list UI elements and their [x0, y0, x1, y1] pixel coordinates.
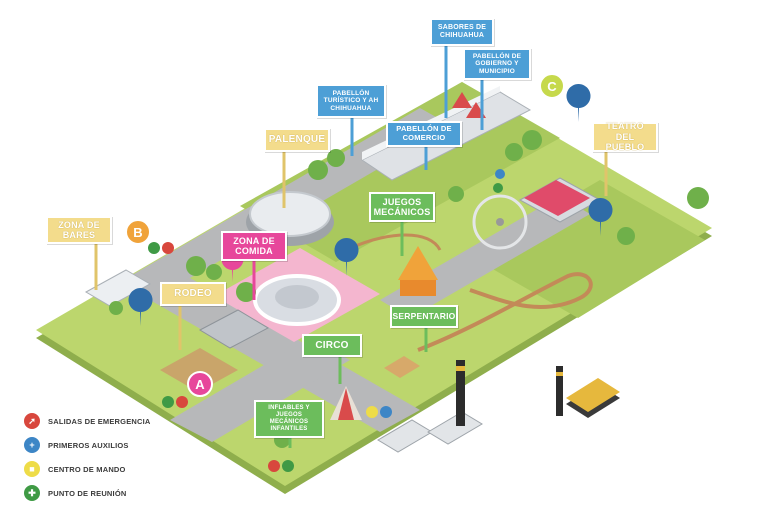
- rodeo-barn: [198, 309, 270, 349]
- label-inflables[interactable]: INFLABLES Y JUEGOS MECÁNICOS INFANTILES: [254, 400, 324, 438]
- chimney-2-band: [556, 372, 563, 376]
- label-serpentario[interactable]: SERPENTARIO: [390, 305, 458, 328]
- zone-a-badge: [187, 371, 213, 397]
- road-lower: [170, 338, 350, 442]
- label-bares-text: ZONA DE BARES: [58, 219, 100, 240]
- legend-label-emergency: SALIDAS DE EMERGENCIA: [48, 416, 151, 426]
- label-rodeo-text: RODEO: [174, 288, 212, 300]
- carousel-tent: [398, 246, 438, 280]
- label-palenque-text: PALENQUE: [268, 134, 326, 146]
- palenque-dome: [249, 191, 331, 237]
- chimney-2: [556, 366, 563, 416]
- roller-coaster-track: [417, 272, 593, 352]
- zone-a-letter: A: [195, 377, 205, 392]
- legend-item-emergency: ➚ SALIDAS DE EMERGENCIA: [24, 412, 224, 430]
- legend-item-meeting: ✚ PUNTO DE REUNIÓN: [24, 484, 224, 502]
- meeting-point-icon: ✚: [24, 485, 40, 501]
- chimney-1-band: [456, 366, 465, 371]
- label-zona-de-bares[interactable]: ZONA DE BARES: [46, 216, 112, 244]
- train-track: [345, 233, 442, 252]
- bares-building: [84, 269, 152, 307]
- label-juegos-mecanicos[interactable]: JUEGOS MECÁNICOS: [369, 192, 435, 222]
- emergency-exit-icon: ➚: [24, 413, 40, 429]
- zone-b-letter: B: [133, 225, 142, 240]
- rodeo-corral: [160, 348, 238, 392]
- legend-label-command: CENTRO DE MANDO: [48, 464, 126, 474]
- serpentario-building: [384, 356, 420, 378]
- ferris-wheel-hub: [496, 218, 504, 226]
- carousel-base: [400, 280, 436, 296]
- label-rodeo[interactable]: RODEO: [160, 282, 226, 306]
- label-circo[interactable]: CIRCO: [302, 334, 362, 357]
- teatro-screen: [524, 180, 590, 216]
- command-center-icon: ■: [24, 461, 40, 477]
- ferris-wheel: [472, 194, 528, 250]
- zone-c-badge: [539, 73, 565, 99]
- legend-item-command: ■ CENTRO DE MANDO: [24, 460, 224, 478]
- legend-label-first-aid: PRIMEROS AUXILIOS: [48, 440, 129, 450]
- legend-item-first-aid: + PRIMEROS AUXILIOS: [24, 436, 224, 454]
- tent-sabores-1: [452, 92, 472, 108]
- shed-2: [427, 411, 483, 445]
- food-court-center: [275, 285, 319, 309]
- legend-label-meeting: PUNTO DE REUNIÓN: [48, 488, 127, 498]
- grass-panel-east: [470, 180, 705, 318]
- zone-b-badge: [125, 219, 151, 245]
- trees: [109, 130, 709, 448]
- label-teatro-del-pueblo[interactable]: TEATRO DEL PUEBLO: [592, 121, 658, 153]
- label-teatro-text: TEATRO DEL PUEBLO: [605, 121, 645, 153]
- chimney-1: [456, 360, 465, 426]
- label-zona-de-comida[interactable]: ZONA DE COMIDA: [221, 231, 287, 261]
- label-pabellon-turistico[interactable]: PABELLÓN TURÍSTICO Y AH CHIHUAHUA: [316, 84, 386, 118]
- label-sabores-de-chihuahua[interactable]: SABORES DE CHIHUAHUA: [430, 18, 494, 46]
- label-pabellon-comercio[interactable]: PABELLÓN DE COMERCIO: [386, 121, 462, 147]
- label-palenque[interactable]: PALENQUE: [264, 128, 330, 152]
- first-aid-icon: +: [24, 437, 40, 453]
- shed-3-roof: [566, 378, 620, 412]
- circus-tent-stripe: [338, 388, 354, 420]
- label-stems: [94, 44, 608, 448]
- label-pabellon-gobierno[interactable]: PABELLÓN DE GOBIERNO Y MUNICIPIO: [463, 48, 531, 80]
- zone-c-letter: C: [547, 79, 557, 94]
